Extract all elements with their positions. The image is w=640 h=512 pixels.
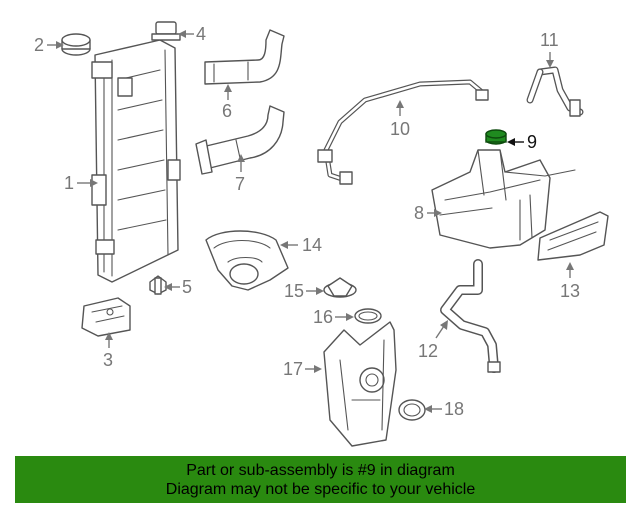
callout-2[interactable]: 2	[34, 35, 64, 55]
callout-7-label: 7	[235, 174, 245, 194]
callout-11[interactable]: 11	[540, 30, 559, 68]
callout-16-label: 16	[313, 307, 333, 327]
callout-3-label: 3	[103, 350, 113, 370]
callout-12-label: 12	[418, 341, 438, 361]
callout-9-label: 9	[527, 132, 537, 152]
bolt-part	[149, 275, 167, 295]
o-ring-part	[354, 308, 382, 324]
callout-10-label: 10	[390, 119, 410, 139]
callout-8-label: 8	[414, 203, 424, 223]
outlet-housing-part	[205, 230, 289, 291]
seal-ring-part	[398, 399, 426, 421]
coolant-hose-part	[317, 79, 489, 185]
callout-11-label: 11	[540, 30, 559, 50]
lower-hose-part	[195, 105, 285, 175]
callout-6[interactable]: 6	[222, 84, 232, 121]
callout-13-label: 13	[560, 281, 580, 301]
callout-2-label: 2	[34, 35, 44, 55]
callout-8[interactable]: 8	[414, 203, 442, 223]
callout-14-label: 14	[302, 235, 322, 255]
coolant-reservoir-part	[431, 149, 576, 249]
callout-18-label: 18	[444, 399, 464, 419]
callout-7[interactable]: 7	[235, 154, 245, 194]
callout-6-label: 6	[222, 101, 232, 121]
callout-13[interactable]: 13	[560, 262, 580, 301]
callout-5-label: 5	[182, 277, 192, 297]
banner-line-1: Part or sub-assembly is #9 in diagram	[186, 462, 455, 479]
upper-hose-part	[204, 29, 285, 85]
callout-9[interactable]: 9	[507, 132, 537, 152]
thermostat-part	[323, 277, 357, 298]
callout-17[interactable]: 17	[283, 359, 322, 379]
callout-1[interactable]: 1	[64, 173, 98, 193]
small-hose-part	[526, 66, 584, 117]
callout-16[interactable]: 16	[313, 307, 354, 327]
radiator-part	[91, 39, 181, 283]
water-pump-housing-part	[323, 321, 397, 447]
shield-part	[537, 211, 609, 261]
callout-10[interactable]: 10	[390, 100, 410, 139]
callout-15[interactable]: 15	[284, 281, 324, 301]
callout-5[interactable]: 5	[164, 277, 192, 297]
callout-12[interactable]: 12	[418, 320, 448, 361]
callout-17-label: 17	[283, 359, 303, 379]
bracket-part	[81, 297, 131, 337]
callout-18[interactable]: 18	[424, 399, 464, 419]
banner-line-2: Diagram may not be specific to your vehi…	[165, 481, 476, 498]
reservoir-cap-part	[485, 129, 507, 145]
callout-4-label: 4	[196, 24, 206, 44]
callout-15-label: 15	[284, 281, 304, 301]
callout-14[interactable]: 14	[280, 235, 322, 255]
callout-1-label: 1	[64, 173, 74, 193]
callout-3[interactable]: 3	[103, 332, 113, 370]
cap-part	[151, 21, 181, 41]
callout-4[interactable]: 4	[178, 24, 206, 44]
grommet-part	[61, 33, 91, 56]
info-banner: Part or sub-assembly is #9 in diagram Di…	[15, 456, 626, 503]
parts-diagram: 1 2 3 4 5 6 7 8 9 10	[34, 21, 609, 447]
lower-coolant-hose-part	[440, 259, 501, 373]
